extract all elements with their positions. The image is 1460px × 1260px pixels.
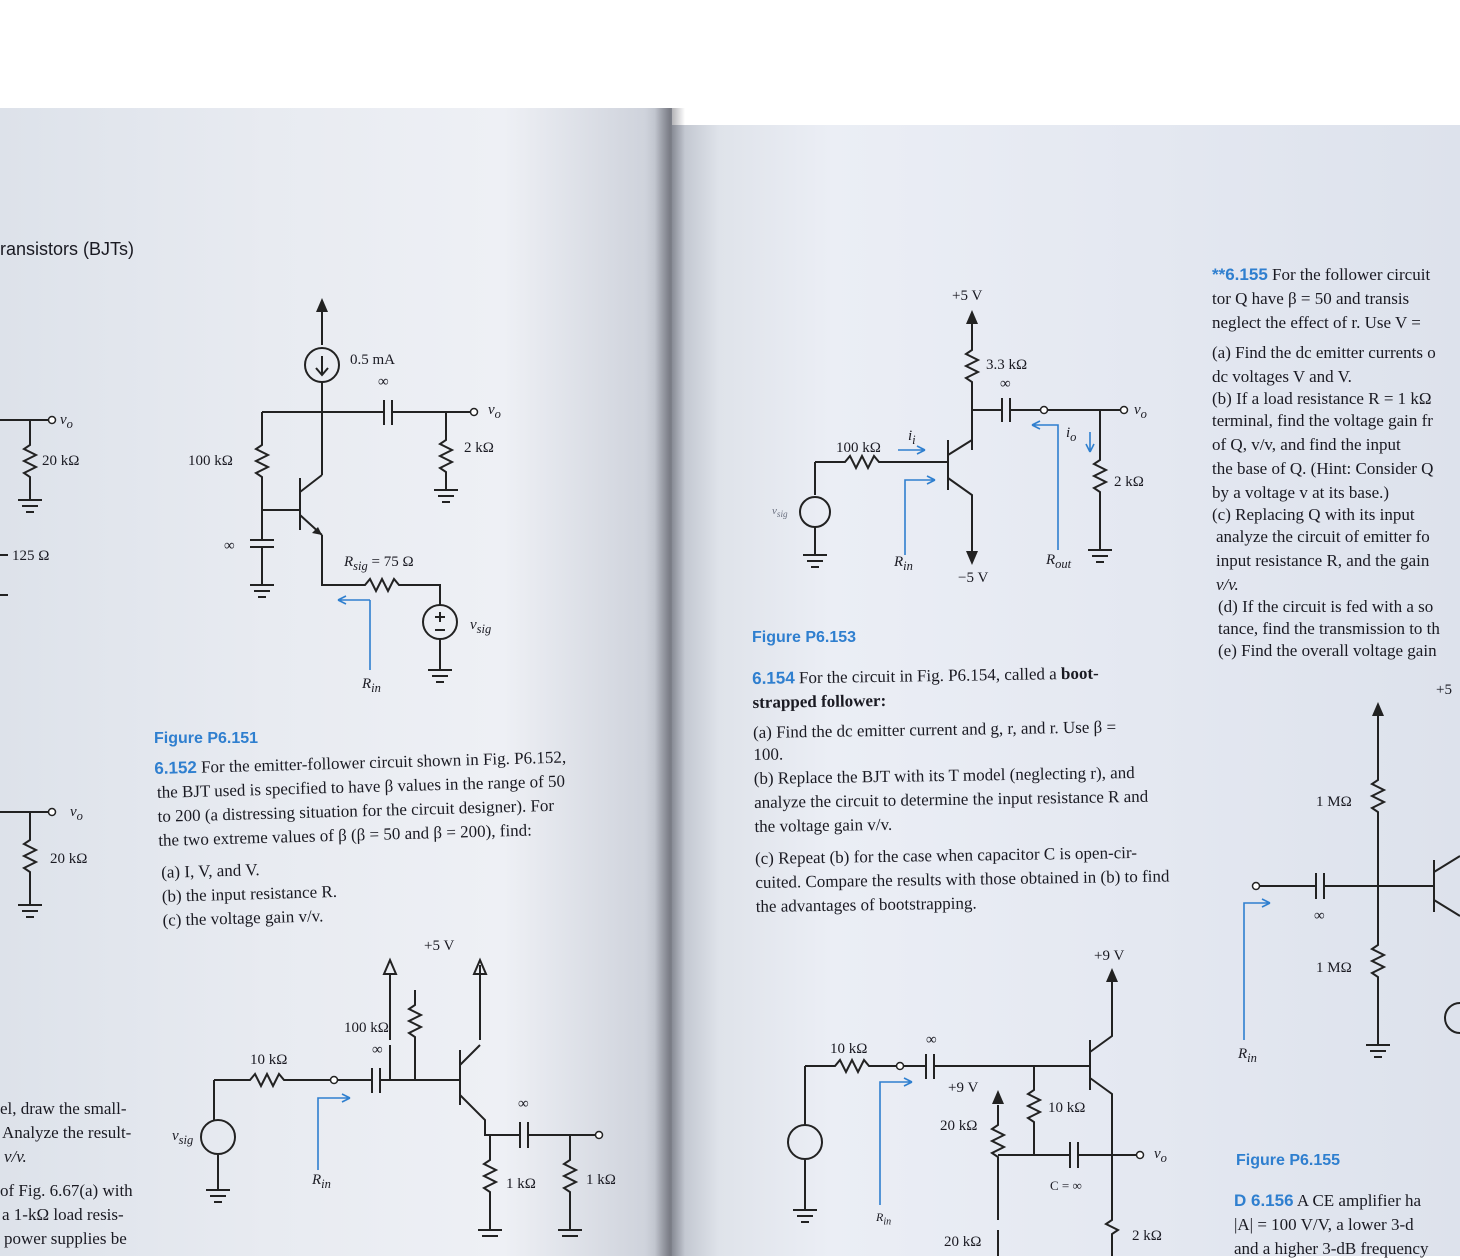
p6155-supply-label: +5 [1436,682,1452,698]
problem-6155-b4: the base of Q. (Hint: Consider Q [1212,459,1434,478]
problem-6156-l3: and a higher 3-dB frequency [1234,1239,1429,1258]
p6153-rsig-label: 100 kΩ [836,440,881,456]
left-fragment-4: of Fig. 6.67(a) with [0,1181,133,1200]
p6154-cap-label: ∞ [926,1032,937,1048]
problem-6155-b1: (b) If a load resistance R = 1 kΩ [1212,389,1432,408]
rsig-label: Rsig = 75 Ω [344,554,414,573]
p6153-io-label: io [1066,425,1077,444]
p6153-vo-label: vo [1134,402,1147,421]
problem-6155-l3: neglect the effect of r. Use V = [1212,313,1421,332]
p6153-vsig-label: vsig [772,505,788,520]
p6155-cap-label: ∞ [1314,908,1325,924]
problem-6155-c4: v/v. [1216,575,1239,594]
problem-6155-l1: **6.155 For the follower circuit [1212,265,1431,284]
left-fragment-1: el, draw the small- [0,1099,127,1118]
p6154-cb-label: C = ∞ [1050,1178,1082,1193]
left-fragment-5: a 1-kΩ load resis- [2,1205,124,1224]
p6154-supply2-label: +9 V [948,1080,979,1096]
cap-inf2-label: ∞ [224,538,235,554]
left-fragment-2: Analyze the result- [2,1123,132,1142]
p6154-vo-label: vo [1154,1146,1167,1165]
problem-6155-c3: input resistance R, and the gain [1216,551,1430,570]
r20k-top-label: 20 kΩ [42,453,80,469]
vo-label: vo [488,402,501,421]
rin-label: Rin [362,676,381,695]
figure-p6153-caption: Figure P6.153 [752,629,857,646]
right-page [672,125,1460,1256]
p6154-rsig-label: 10 kΩ [830,1041,868,1057]
problem-6156-l2: |A| = 100 V/V, a lower 3-d [1234,1215,1414,1234]
p6152-vsig-label: vsig [172,1128,194,1147]
p6153-rl-label: 2 kΩ [1114,474,1144,490]
problem-6155-d2: tance, find the transmission to th [1218,619,1440,638]
p6152-cap1-label: ∞ [372,1042,383,1058]
p6153-rout-label: Rout [1046,552,1072,571]
p6152-rl-label: 1 kΩ [586,1172,616,1188]
problem-6155-b2: terminal, find the voltage gain fr [1212,411,1433,430]
problem-6155-c1: (c) Replacing Q with its input [1212,505,1415,524]
problem-6155-c2: analyze the circuit of emitter fo [1216,527,1430,546]
vo-label-mid: vo [70,804,83,823]
p6155-r2-label: 1 MΩ [1316,960,1352,976]
p6155-rin-label: Rin [1238,1046,1257,1065]
p6155-r1-label: 1 MΩ [1316,794,1352,810]
current-source-label: 0.5 mA [350,352,395,368]
problem-6155-a2: dc voltages V and V. [1212,367,1352,386]
r-emitter-label: 2 kΩ [464,440,494,456]
figure-p6151-caption: Figure P6.151 [154,730,259,747]
p6152-r-sig-label: 10 kΩ [250,1052,288,1068]
p6153-rc-label: 3.3 kΩ [986,357,1028,373]
left-page [0,108,672,1256]
vo-label-top: vo [60,412,73,431]
p6154-r3-label: 20 kΩ [944,1234,982,1250]
p6153-supply-neg-label: −5 V [958,570,989,586]
p6152-supply-label: +5 V [424,938,455,954]
cap-inf-label: ∞ [378,374,389,390]
r-base-label: 100 kΩ [188,453,233,469]
problem-6155-a1: (a) Find the dc emitter currents o [1212,343,1436,362]
left-fragment-6: power supplies be [4,1229,127,1248]
p6153-ii-label: ii [908,428,916,447]
p6152-re-label: 1 kΩ [506,1176,536,1192]
r20k-bottom-label: 20 kΩ [50,851,88,867]
problem-6155-l2: tor Q have β = 50 and transis [1212,289,1410,308]
p6154-supply-label: +9 V [1094,948,1125,964]
p6152-rin-label: Rin [312,1172,331,1191]
r125-label: 125 Ω [12,548,50,564]
chapter-header: ransistors (BJTs) [0,239,135,259]
p6153-cap-label: ∞ [1000,376,1011,392]
problem-6156-l1: D 6.156 A CE amplifier ha [1234,1191,1422,1210]
problem-6155-b3: of Q, v/v, and find the input [1212,435,1401,454]
p6154-r2-label: 10 kΩ [1048,1100,1086,1116]
problem-6155-d1: (d) If the circuit is fed with a so [1218,597,1434,616]
p6154-r1-label: 20 kΩ [940,1118,978,1134]
problem-6155-b5: by a voltage v at its base.) [1212,483,1390,502]
problem-6155-e1: (e) Find the overall voltage gain [1218,641,1437,660]
p6154-rin-label: Rin [876,1210,892,1228]
p6153-rin-label: Rin [894,554,913,573]
p6154-re-label: 2 kΩ [1132,1228,1162,1244]
p6152-cap2-label: ∞ [518,1096,529,1112]
p6153-supply-pos-label: +5 V [952,288,983,304]
left-fragment-3: v/v. [4,1147,27,1166]
figure-p6155-caption: Figure P6.155 [1236,1152,1341,1169]
p6152-r-bias-label: 100 kΩ [344,1020,389,1036]
vsig-label: vsig [470,617,492,636]
book-gutter [655,108,685,1256]
